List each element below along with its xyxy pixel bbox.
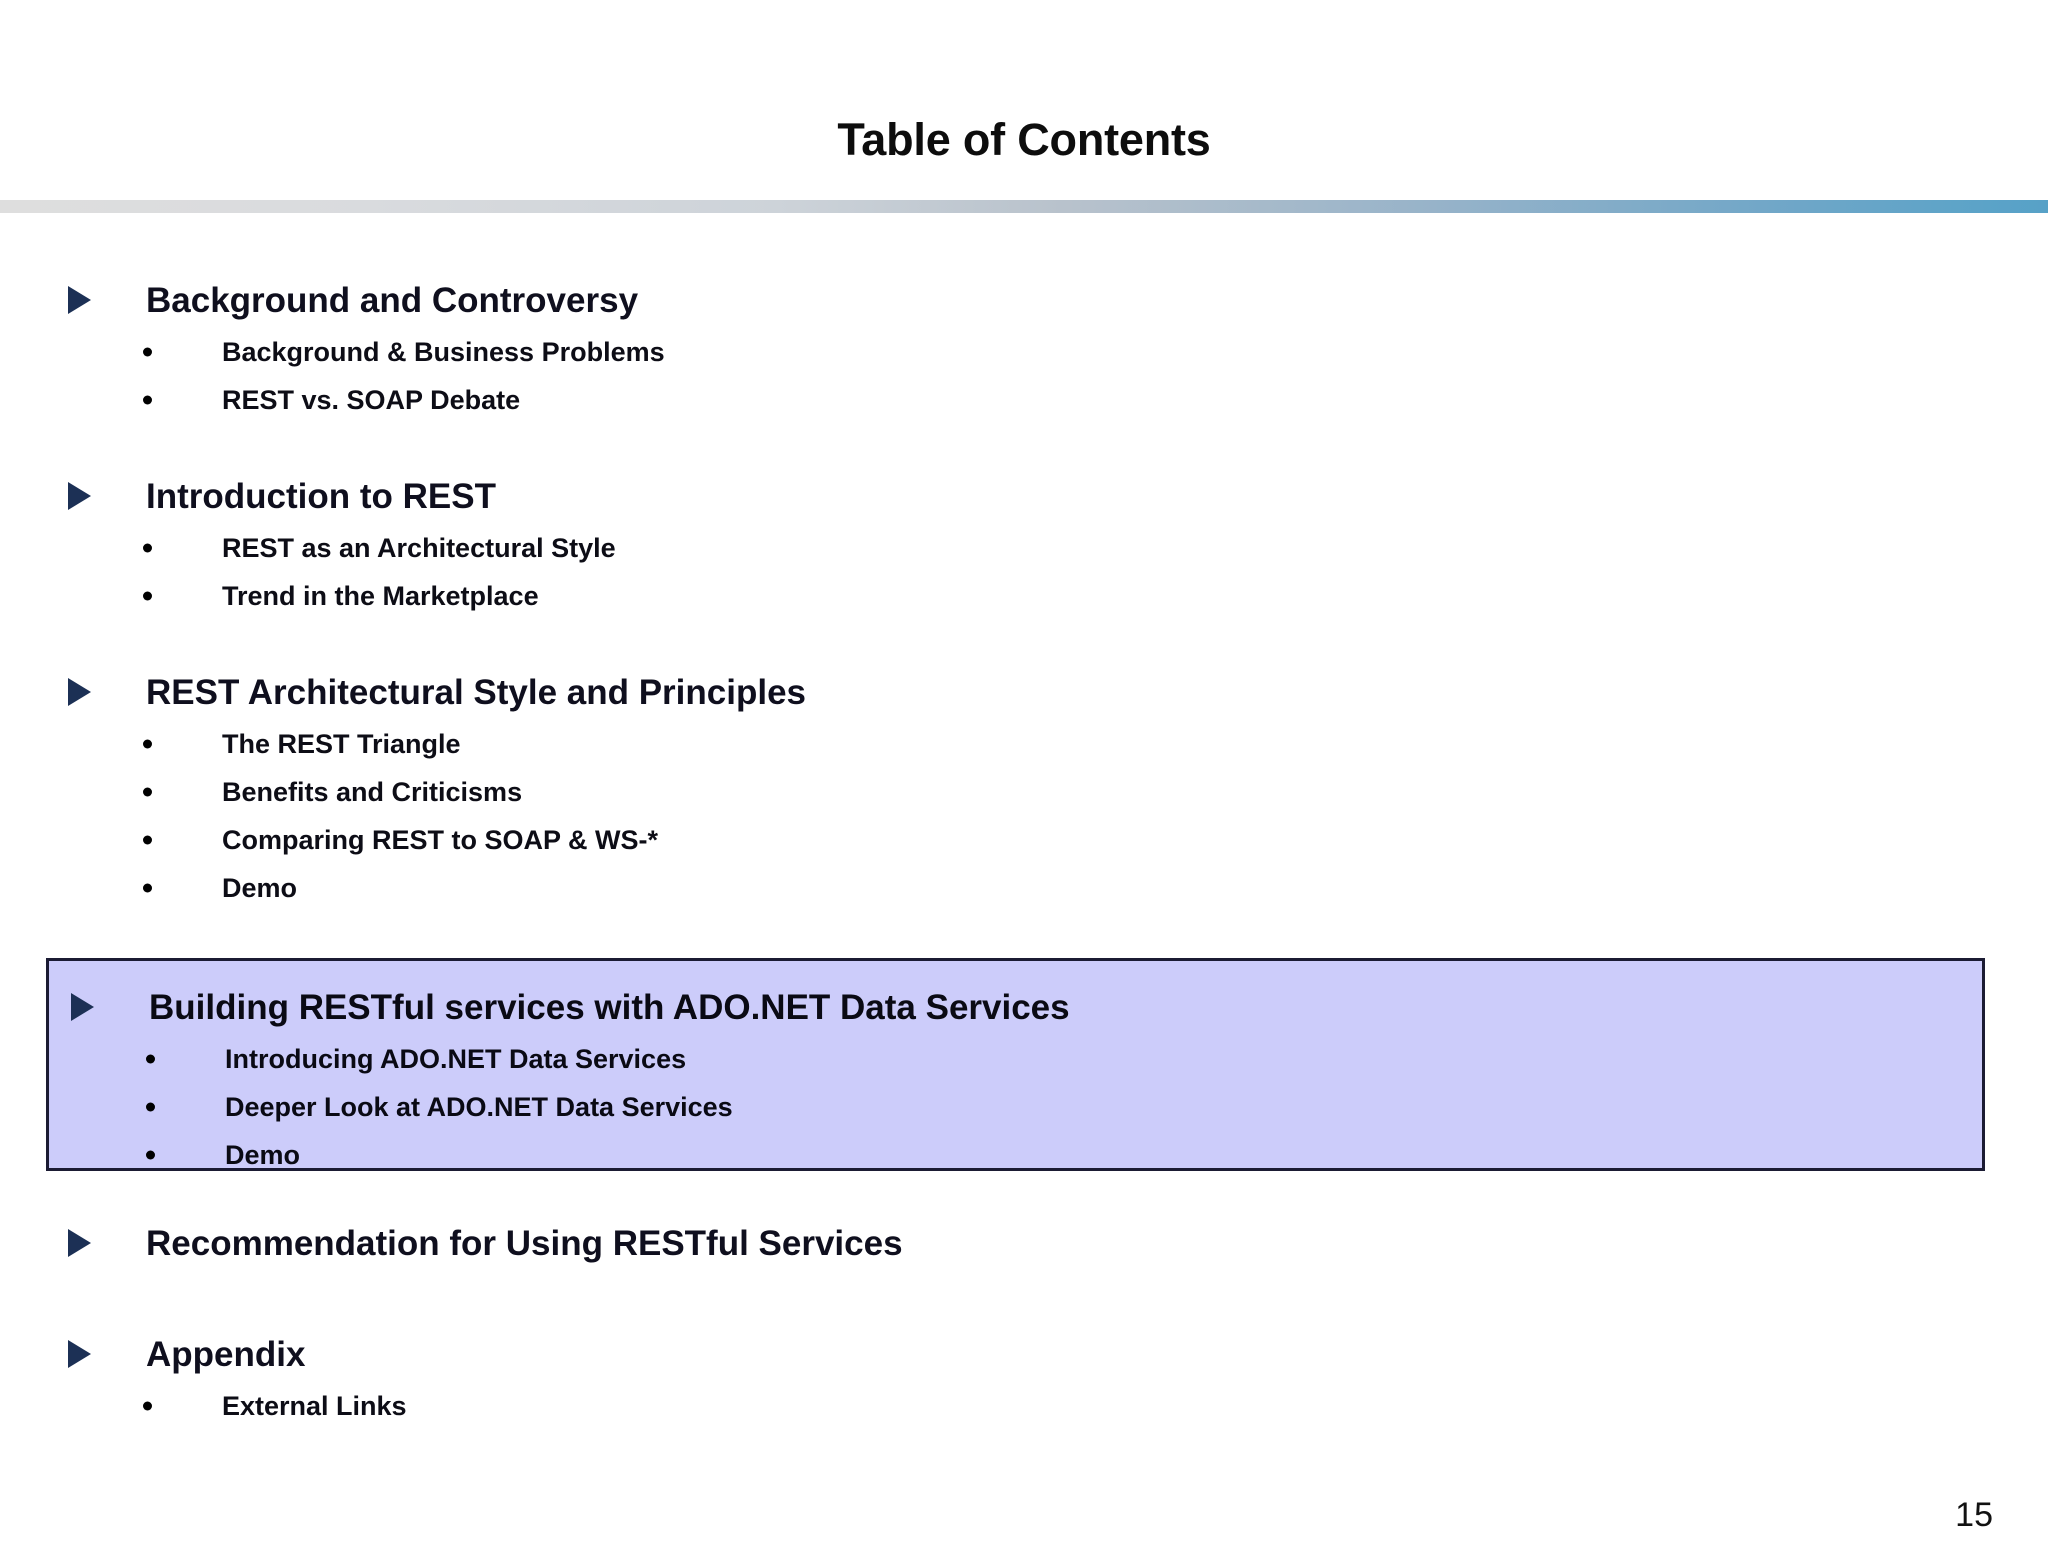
toc-heading-label: Appendix xyxy=(146,1334,306,1374)
dot-bullet-icon xyxy=(143,543,152,553)
toc-subitem[interactable]: The REST Triangle xyxy=(0,720,2048,768)
page-number: 15 xyxy=(1955,1496,1993,1534)
toc-heading-label: REST Architectural Style and Principles xyxy=(146,672,807,712)
toc-subitem[interactable]: Trend in the Marketplace xyxy=(0,572,2048,620)
toc-subitem[interactable]: REST as an Architectural Style xyxy=(0,524,2048,572)
toc-heading-label: Introduction to REST xyxy=(146,476,496,516)
toc-subitem[interactable]: Benefits and Criticisms xyxy=(0,768,2048,816)
arrow-bullet-icon xyxy=(68,1340,91,1368)
toc-section-rest-architectural-style-and-principles[interactable]: REST Architectural Style and Principles … xyxy=(0,664,2048,912)
section-gap xyxy=(0,620,2048,664)
arrow-bullet-icon xyxy=(68,286,91,314)
section-gap xyxy=(0,424,2048,468)
toc-subitem[interactable]: Deeper Look at ADO.NET Data Services xyxy=(3,1083,1988,1131)
toc-list: Background and Controversy Background & … xyxy=(0,272,2048,912)
dot-bullet-icon xyxy=(143,787,152,797)
toc-subitem-label: External Links xyxy=(222,1390,407,1421)
dot-bullet-icon xyxy=(143,395,152,405)
dot-bullet-icon xyxy=(143,1401,152,1411)
dot-bullet-icon xyxy=(143,883,152,893)
dot-bullet-icon xyxy=(143,347,152,357)
toc-subitem-label: REST as an Architectural Style xyxy=(222,532,616,563)
toc-subitem-label: Trend in the Marketplace xyxy=(222,580,539,611)
toc-section-background-and-controversy[interactable]: Background and Controversy Background & … xyxy=(0,272,2048,424)
toc-subitem-label: Deeper Look at ADO.NET Data Services xyxy=(225,1091,733,1122)
dot-bullet-icon xyxy=(143,835,152,845)
title-divider xyxy=(0,200,2048,213)
toc-subitem-label: Demo xyxy=(225,1139,301,1170)
toc-heading-label: Building RESTful services with ADO.NET D… xyxy=(149,987,1070,1027)
toc-section-highlight-box[interactable]: Building RESTful services with ADO.NET D… xyxy=(46,958,1985,1171)
dot-bullet-icon xyxy=(146,1102,155,1112)
toc-heading-row[interactable]: Recommendation for Using RESTful Service… xyxy=(0,1215,2048,1271)
toc-heading-label: Recommendation for Using RESTful Service… xyxy=(146,1223,903,1263)
dot-bullet-icon xyxy=(143,739,152,749)
toc-section-appendix[interactable]: Appendix External Links xyxy=(0,1326,2048,1430)
toc-heading-label: Background and Controversy xyxy=(146,280,639,320)
dot-bullet-icon xyxy=(146,1054,155,1064)
toc-heading-row[interactable]: REST Architectural Style and Principles xyxy=(0,664,2048,720)
arrow-bullet-icon xyxy=(68,482,91,510)
arrow-bullet-icon xyxy=(71,993,94,1021)
toc-section-recommendation-for-using-restful-services[interactable]: Recommendation for Using RESTful Service… xyxy=(0,1215,2048,1271)
toc-heading-row[interactable]: Background and Controversy xyxy=(0,272,2048,328)
toc-subitem[interactable]: Demo xyxy=(3,1131,1988,1179)
toc-heading-row[interactable]: Appendix xyxy=(0,1326,2048,1382)
toc-subitem[interactable]: REST vs. SOAP Debate xyxy=(0,376,2048,424)
toc-subitem-label: Introducing ADO.NET Data Services xyxy=(225,1043,687,1074)
toc-section-introduction-to-rest[interactable]: Introduction to REST REST as an Architec… xyxy=(0,468,2048,620)
arrow-bullet-icon xyxy=(68,678,91,706)
toc-section-building-restful-services-with-ado-net-data-services: Building RESTful services with ADO.NET D… xyxy=(3,979,1988,1179)
toc-subitem[interactable]: Demo xyxy=(0,864,2048,912)
toc-subitem-label: The REST Triangle xyxy=(222,728,461,759)
toc-heading-row[interactable]: Introduction to REST xyxy=(0,468,2048,524)
toc-list-lower: Recommendation for Using RESTful Service… xyxy=(0,1215,2048,1430)
dot-bullet-icon xyxy=(146,1150,155,1160)
section-gap xyxy=(0,1271,2048,1326)
toc-subitem-label: Demo xyxy=(222,872,298,903)
toc-subitem-label: Comparing REST to SOAP & WS-* xyxy=(222,824,659,855)
arrow-bullet-icon xyxy=(68,1229,91,1257)
page-title: Table of Contents xyxy=(837,114,1211,165)
toc-subitem[interactable]: Introducing ADO.NET Data Services xyxy=(3,1035,1988,1083)
toc-subitem-label: Benefits and Criticisms xyxy=(222,776,523,807)
toc-heading-row[interactable]: Building RESTful services with ADO.NET D… xyxy=(3,979,1988,1035)
toc-subitem-label: REST vs. SOAP Debate xyxy=(222,384,521,415)
toc-subitem[interactable]: Comparing REST to SOAP & WS-* xyxy=(0,816,2048,864)
toc-subitem[interactable]: Background & Business Problems xyxy=(0,328,2048,376)
toc-subitem[interactable]: External Links xyxy=(0,1382,2048,1430)
toc-subitem-label: Background & Business Problems xyxy=(222,336,665,367)
dot-bullet-icon xyxy=(143,591,152,601)
